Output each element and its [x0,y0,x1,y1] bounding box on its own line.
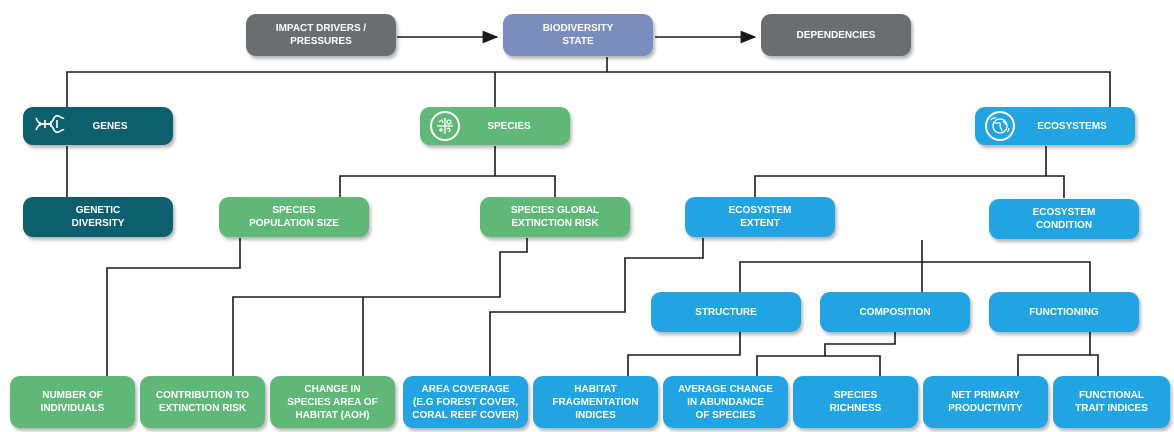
biodiversity-state-box: BIODIVERSITY STATE [503,14,653,56]
extinction-risk-label: SPECIES GLOBAL EXTINCTION RISK [510,205,600,229]
species-icon [430,111,460,141]
population-size-box: SPECIES POPULATION SIZE [219,197,369,237]
connector-functioning-trait [1090,354,1099,377]
connector-composition-average [756,332,896,377]
ecosystem-condition-box: ECOSYSTEM CONDITION [989,199,1139,239]
genetic-diversity-box: GENETIC DIVERSITY [23,197,173,237]
contribution-risk-label: CONTRIBUTION TO EXTINCTION RISK [155,390,250,414]
dependencies-label: DEPENDENCIES [796,29,876,41]
area-coverage-box: AREA COVERAGE (E.G FOREST COVER, CORAL R… [403,376,528,428]
habitat-fragmentation-box: HABITAT FRAGMENTATION INDICES [533,376,658,428]
dependencies-box: DEPENDENCIES [761,14,911,56]
functioning-box: FUNCTIONING [989,292,1139,332]
change-aoh-box: CHANGE IN SPECIES AREA OF HABITAT (AOH) [270,376,395,428]
area-coverage-label: AREA COVERAGE (E.G FOREST COVER, CORAL R… [412,383,519,421]
species-box: SPECIES [420,107,570,145]
connector-category-bus [66,71,1111,108]
impact-drivers-box: IMPACT DRIVERS / PRESSURES [246,14,396,56]
average-change-box: AVERAGE CHANGE IN ABUNDANCE OF SPECIES [663,376,788,428]
connector-condition-aspects [739,261,1091,292]
ecosystems-label: ECOSYSTEMS [1037,120,1107,132]
number-individuals-label: NUMBER OF INDIVIDUALS [40,390,105,414]
connector-functioning-productivity [1017,332,1091,377]
connector-extent-coverage [489,238,704,377]
impact-drivers-label: IMPACT DRIVERS / PRESSURES [275,23,367,47]
genes-box: GENES [23,107,173,145]
ecosystem-extent-box: ECOSYSTEM EXTENT [685,197,835,237]
connector-structure-fragmentation [627,332,741,377]
number-individuals-box: NUMBER OF INDIVIDUALS [10,376,135,428]
species-richness-label: SPECIES RICHNESS [829,390,882,414]
species-label: SPECIES [487,120,531,132]
connector-risk-indicators [232,238,528,377]
globe-icon [985,111,1015,141]
habitat-fragmentation-label: HABITAT FRAGMENTATION INDICES [552,383,639,421]
population-size-label: SPECIES POPULATION SIZE [249,205,339,229]
dna-icon [33,114,67,138]
ecosystem-condition-label: ECOSYSTEM CONDITION [1032,207,1096,231]
composition-label: COMPOSITION [859,306,931,318]
connector-population-individuals [106,238,241,377]
composition-box: COMPOSITION [820,292,970,332]
change-aoh-label: CHANGE IN SPECIES AREA OF HABITAT (AOH) [287,383,378,421]
connector-composition-richness [825,355,881,377]
net-primary-label: NET PRIMARY PRODUCTIVITY [948,390,1023,414]
net-primary-box: NET PRIMARY PRODUCTIVITY [923,376,1048,428]
extinction-risk-box: SPECIES GLOBAL EXTINCTION RISK [480,197,630,237]
connector-ecosystems-children [754,175,1065,198]
species-richness-box: SPECIES RICHNESS [793,376,918,428]
functional-trait-label: FUNCTIONAL TRAIT INDICES [1075,390,1148,414]
contribution-risk-box: CONTRIBUTION TO EXTINCTION RISK [140,376,265,428]
structure-label: STRUCTURE [695,306,757,318]
functioning-label: FUNCTIONING [1029,306,1099,318]
average-change-label: AVERAGE CHANGE IN ABUNDANCE OF SPECIES [678,383,773,421]
biodiversity-state-label: BIODIVERSITY STATE [542,23,614,47]
ecosystems-box: ECOSYSTEMS [975,107,1135,145]
genes-label: GENES [92,120,128,132]
functional-trait-box: FUNCTIONAL TRAIT INDICES [1053,376,1170,428]
connector-species-children [339,175,556,198]
genetic-diversity-label: GENETIC DIVERSITY [71,205,125,229]
ecosystem-extent-label: ECOSYSTEM EXTENT [728,205,792,229]
structure-box: STRUCTURE [651,292,801,332]
